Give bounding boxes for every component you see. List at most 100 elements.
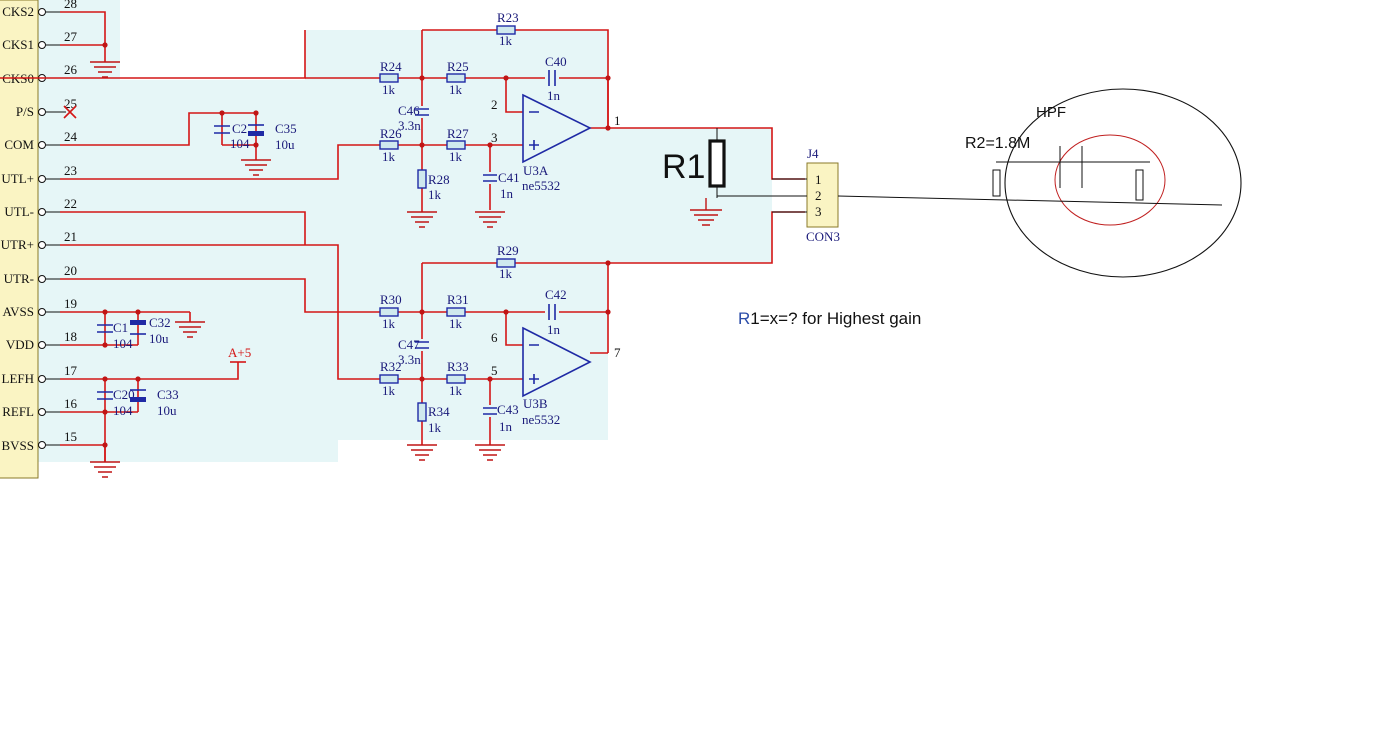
cap-c1-val: 104 <box>113 336 133 351</box>
u3b-ref: U3B <box>523 396 548 411</box>
connector-j4: J4 1 2 3 CON3 <box>772 146 840 244</box>
u3b-pin-out: 7 <box>614 345 621 360</box>
cap-c43-ref: C43 <box>497 402 519 417</box>
power-a5: A+5 <box>228 345 251 363</box>
resistor-r29: R29 1k <box>496 243 519 281</box>
resistor-r33: R33 1k <box>446 359 469 398</box>
resistor-r31-ref: R31 <box>447 292 469 307</box>
top-channel-wires <box>390 29 805 212</box>
cap-c41-val: 1n <box>500 186 514 201</box>
resistor-r24-ref: R24 <box>380 59 402 74</box>
ic-pin-row: AVSS 19 <box>2 296 77 319</box>
cap-c46-val: 3.3n <box>398 118 421 133</box>
pin-name: COM <box>4 137 34 152</box>
resistor-r32: R32 1k <box>379 359 402 398</box>
cap-c2-val: 104 <box>230 136 250 151</box>
resistor-r27-ref: R27 <box>447 126 469 141</box>
question-r: R <box>738 309 750 328</box>
opamp-u3a: 2 3 1 U3A ne5532 <box>491 93 621 193</box>
ic-pin-row: COM 24 <box>4 129 77 152</box>
resistor-r27: R27 1k <box>446 126 469 164</box>
schematic-area-fill <box>38 0 772 462</box>
resistor-r33-val: 1k <box>449 383 463 398</box>
pin-name: AVSS <box>2 304 34 319</box>
ic-pin-row: REFL 16 <box>2 396 77 419</box>
ground-bottom <box>407 444 505 461</box>
ic-pins: CKS2 28 CKS1 27 CKS0 26 P/S 25 COM 24 UT… <box>1 0 78 453</box>
question-text: R1=x=? for Highest gain <box>738 309 921 328</box>
resistor-r27-val: 1k <box>449 149 463 164</box>
cap-c41-ref: C41 <box>498 170 520 185</box>
pin-number: 26 <box>64 62 78 77</box>
connector-pin: 2 <box>815 188 822 203</box>
resistor-r25-ref: R25 <box>447 59 469 74</box>
ic-pin-row: CKS2 28 <box>2 0 77 19</box>
pin-number: 21 <box>64 229 77 244</box>
bottom-channel-junctions <box>419 260 611 382</box>
resistor-r26-ref: R26 <box>380 126 402 141</box>
top-channel-junctions <box>419 75 611 148</box>
resistor-r34-val: 1k <box>428 420 442 435</box>
cap-c32-val: 10u <box>149 331 169 346</box>
cap-c33-ref: C33 <box>157 387 179 402</box>
pin-number: 23 <box>64 163 77 178</box>
resistor-r24: R24 1k <box>379 59 402 97</box>
resistor-r23: R23 1k <box>496 10 519 48</box>
cap-c20-val: 104 <box>113 403 133 418</box>
pin-number: 19 <box>64 296 77 311</box>
pin-name: UTL+ <box>1 171 34 186</box>
ic-pin-row: UTL- 22 <box>4 196 77 219</box>
cap-c42: C42 1n <box>545 287 567 337</box>
resistor-r32-val: 1k <box>382 383 396 398</box>
cap-c46: C46 3.3n <box>398 103 430 133</box>
pin-number: 27 <box>64 29 78 44</box>
ic-pin-row: VDD 18 <box>6 329 77 352</box>
ic-pin-row: UTL+ 23 <box>1 163 77 186</box>
u3a-pin-plus: 3 <box>491 130 498 145</box>
u3a-pin-minus: 2 <box>491 97 498 112</box>
cap-c40-ref: C40 <box>545 54 567 69</box>
resistor-r34: R34 1k <box>417 402 450 435</box>
resistor-r28-val: 1k <box>428 187 442 202</box>
cap-c20: C20 104 <box>97 387 135 418</box>
resistor-r30-val: 1k <box>382 316 396 331</box>
resistor-r26-val: 1k <box>382 149 396 164</box>
question-note: R1=x=? for Highest gain <box>738 309 921 328</box>
cap-c1: C1 104 <box>97 320 133 351</box>
cap-c43: C43 1n <box>482 402 519 434</box>
resistor-r31-val: 1k <box>449 316 463 331</box>
cap-c32: C32 10u <box>130 315 171 346</box>
cap-c46-ref: C46 <box>398 103 420 118</box>
cap-c2: C2 104 <box>214 121 250 151</box>
pin-name: VDD <box>6 337 34 352</box>
pin-number: 20 <box>64 263 77 278</box>
cap-c35-val: 10u <box>275 137 295 152</box>
pin-number: 17 <box>64 363 78 378</box>
resistor-r30: R30 1k <box>379 292 402 331</box>
ic-pin-row: CKS1 27 <box>2 29 77 52</box>
resistor-r33-ref: R33 <box>447 359 469 374</box>
cap-c35: C35 10u <box>248 121 297 152</box>
pin-name: CKS1 <box>2 37 34 52</box>
ground-top <box>407 211 505 228</box>
pin-name: UTL- <box>4 204 34 219</box>
cap-c41: C41 1n <box>482 170 520 201</box>
junctions-left <box>102 42 259 448</box>
resistor-r32-ref: R32 <box>380 359 402 374</box>
resistor-r26: R26 1k <box>379 126 402 164</box>
power-label: A+5 <box>228 345 251 360</box>
ic-pin-row: BVSS 15 <box>1 429 77 453</box>
pin-name: REFL <box>2 404 34 419</box>
pin-number: 16 <box>64 396 78 411</box>
cap-c33: C33 10u <box>130 387 179 418</box>
cap-c33-val: 10u <box>157 403 177 418</box>
cap-c35-ref: C35 <box>275 121 297 136</box>
cap-c43-val: 1n <box>499 419 513 434</box>
pin-name: LEFH <box>2 371 35 386</box>
cap-c2-ref: C2 <box>232 121 247 136</box>
pin-name: BVSS <box>1 438 34 453</box>
resistor-r1-drawn: R1 <box>662 128 772 226</box>
connector-pin: 1 <box>815 172 822 187</box>
u3a-val: ne5532 <box>522 178 560 193</box>
